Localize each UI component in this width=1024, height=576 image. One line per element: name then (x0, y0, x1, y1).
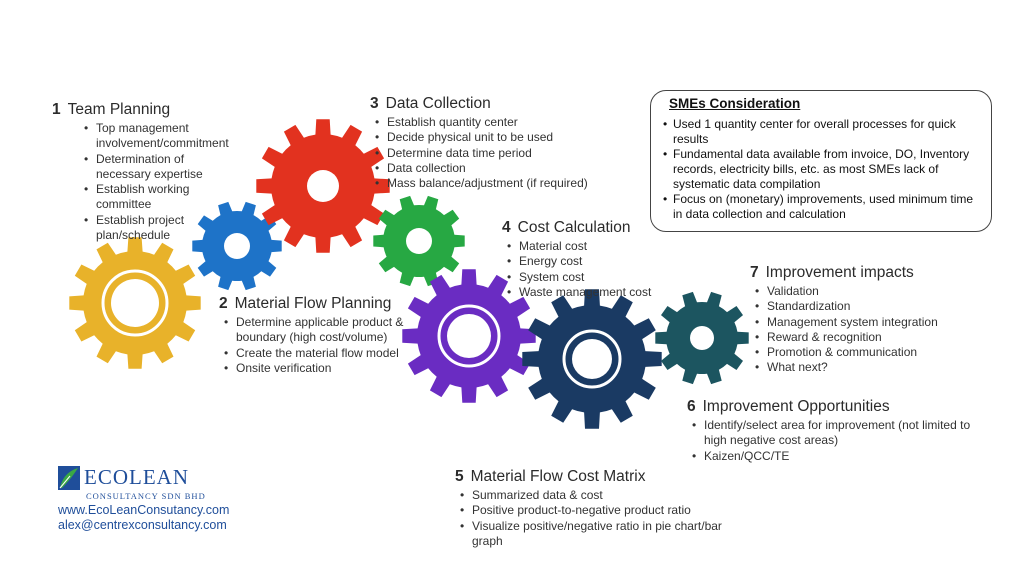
gear-icon-step-6 (522, 289, 662, 429)
list-item: Promotion & communication (755, 345, 980, 361)
step-number: 6 (687, 398, 696, 415)
step-title: 6 Improvement Opportunities (687, 398, 977, 416)
gear-icon-step-1 (69, 237, 201, 369)
step-1-team-planning: 1 Team Planning Top management involvemen… (52, 101, 242, 243)
step-number: 3 (370, 95, 379, 112)
list-item: Used 1 quantity center for overall proce… (663, 117, 981, 147)
step-number: 7 (750, 264, 759, 281)
step-title: 4 Cost Calculation (502, 219, 722, 237)
gear-ring (101, 269, 169, 337)
list-item: Positive product-to-negative product rat… (460, 503, 735, 519)
sme-title: SMEs Consideration (669, 96, 801, 111)
list-item: Determine data time period (375, 146, 630, 162)
gear-hole (572, 339, 612, 379)
list-item: What next? (755, 360, 980, 376)
step-title: 7 Improvement impacts (750, 264, 980, 282)
gear-ring (437, 304, 501, 368)
step-number: 2 (219, 295, 228, 312)
gear-icon-step-4 (373, 195, 465, 287)
gear-hole (307, 170, 339, 202)
list-item: Reward & recognition (755, 330, 980, 346)
list-item: Mass balance/adjustment (if required) (375, 176, 630, 192)
list-item: Visualize positive/negative ratio in pie… (460, 519, 735, 550)
list-item: Decide physical unit to be used (375, 130, 630, 146)
step-title-text: Data Collection (385, 95, 491, 112)
step-title: 3 Data Collection (370, 95, 630, 113)
list-item: Kaizen/QCC/TE (692, 449, 977, 465)
gear-ring (562, 329, 622, 389)
sme-consideration-box: SMEs Consideration Used 1 quantity cente… (650, 90, 992, 232)
step-number: 1 (52, 101, 61, 118)
list-item: System cost (507, 270, 722, 286)
gear-hole (406, 228, 432, 254)
list-item: Establish quantity center (375, 115, 630, 131)
logo-name: EcoLean (84, 465, 189, 489)
step-title-text: Improvement Opportunities (702, 398, 890, 415)
list-item: Establish working committee (84, 182, 242, 213)
gear-hole (447, 314, 491, 358)
list-item: Material cost (507, 239, 722, 255)
list-item: Onsite verification (224, 361, 404, 377)
step-title-text: Improvement impacts (765, 264, 914, 281)
gear-icon-step-5 (402, 269, 536, 403)
step-2-material-flow-planning: 2 Material Flow Planning Determine applic… (219, 295, 404, 376)
list-item: Establish project plan/schedule (84, 213, 242, 244)
step-4-cost-calculation: 4 Cost Calculation Material cost Energy c… (502, 219, 722, 300)
step-3-data-collection: 3 Data Collection Establish quantity cent… (370, 95, 630, 192)
list-item: Data collection (375, 161, 630, 177)
list-item: Create the material flow model (224, 346, 404, 362)
step-7-improvement-impacts: 7 Improvement impacts Validation Standard… (750, 264, 980, 376)
step-6-improvement-opportunities: 6 Improvement Opportunities Identify/sele… (687, 398, 977, 464)
list-item: Fundamental data available from invoice,… (663, 147, 981, 192)
gear-icon-step-3 (256, 119, 390, 253)
logo-subtitle: Consultancy SDN BHD (86, 491, 206, 501)
step-title: 2 Material Flow Planning (219, 295, 404, 313)
gear-icon-step-7 (655, 291, 749, 385)
list-item: Waste management cost (507, 285, 722, 301)
list-item: Management system integration (755, 315, 980, 331)
step-5-material-flow-cost-matrix: 5 Material Flow Cost Matrix Summarized da… (455, 468, 735, 549)
list-item: Validation (755, 284, 980, 300)
step-title-text: Material Flow Planning (234, 295, 392, 312)
list-item: Determine applicable product & boundary … (224, 315, 404, 346)
list-item: Standardization (755, 299, 980, 315)
list-item: Top management involvement/commitment (84, 121, 242, 152)
step-title-text: Team Planning (67, 101, 171, 118)
list-item: Summarized data & cost (460, 488, 735, 504)
company-logo-block: EcoLean Consultancy SDN BHD www.EcoLeanC… (58, 466, 278, 533)
step-title-text: Cost Calculation (517, 219, 631, 236)
gear-hole (690, 326, 714, 350)
step-title: 1 Team Planning (52, 101, 242, 119)
list-item: Identify/select area for improvement (no… (692, 418, 977, 449)
list-item: Determination of necessary expertise (84, 152, 242, 183)
list-item: Energy cost (507, 254, 722, 270)
step-number: 4 (502, 219, 511, 236)
step-number: 5 (455, 468, 464, 485)
list-item: Focus on (monetary) improvements, used m… (663, 192, 981, 222)
leaf-logo-icon (58, 466, 80, 490)
gear-hole (111, 279, 159, 327)
step-title: 5 Material Flow Cost Matrix (455, 468, 735, 486)
email-link[interactable]: alex@centrexconsultancy.com (58, 518, 227, 532)
step-title-text: Material Flow Cost Matrix (470, 468, 646, 485)
website-link[interactable]: www.EcoLeanConsutancy.com (58, 503, 230, 517)
